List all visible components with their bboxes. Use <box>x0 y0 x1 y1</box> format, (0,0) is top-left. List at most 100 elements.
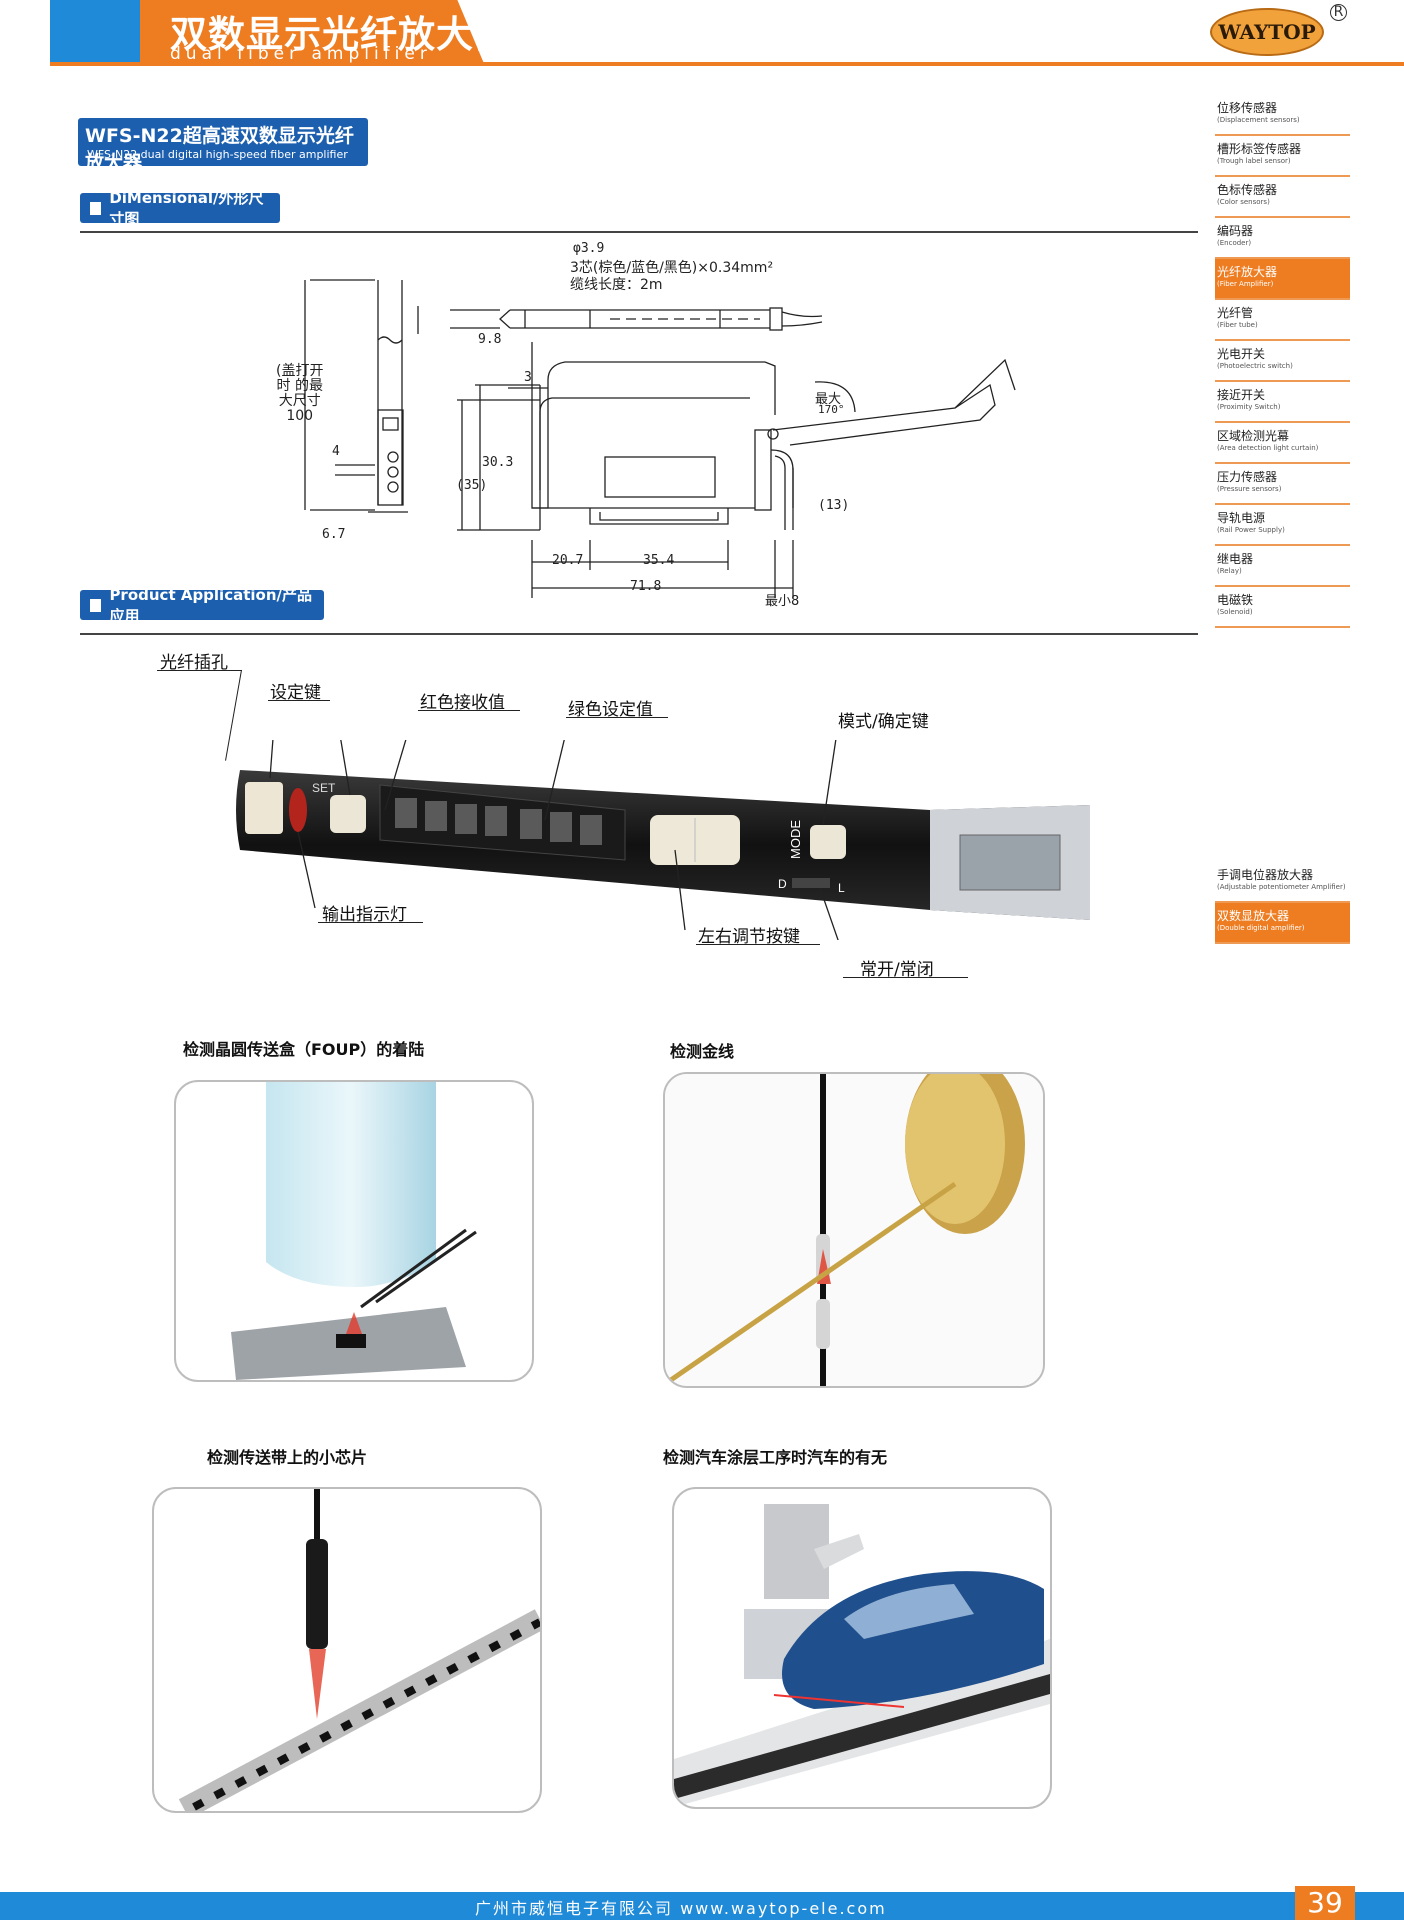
sidebar-item-label: 编码器 <box>1217 224 1254 238</box>
cover-note-line-1: (盖打开 <box>276 363 324 379</box>
footer-text: 广州市威恒电子有限公司 www.waytop-ele.com <box>475 1899 887 1918</box>
sidebar-item[interactable]: 区域检测光幕(Area detection light curtain) <box>1215 423 1350 464</box>
header-rule <box>50 62 1404 66</box>
sidebar-item-sublabel: (Relay) <box>1217 567 1242 575</box>
header-blue-band <box>50 0 140 66</box>
sidebar-item-sublabel: (Solenoid) <box>1217 608 1253 616</box>
square-icon <box>90 598 102 612</box>
app-image-car <box>672 1487 1052 1809</box>
sidebar-item-sublabel: (Proximity Switch) <box>1217 403 1281 411</box>
dim-35: (35) <box>456 478 488 493</box>
sidebar-item-label: 光纤管 <box>1217 306 1254 320</box>
sidebar-item-label: 继电器 <box>1217 552 1254 566</box>
section-label: DiMensional/外形尺寸图 <box>109 189 264 228</box>
dim-20-7: 20.7 <box>552 553 584 568</box>
sidebar-item-sublabel: (Area detection light curtain) <box>1217 444 1319 452</box>
cover-note-line-2: 时 的最 <box>276 378 323 394</box>
sidebar-item[interactable]: 色标传感器(Color sensors) <box>1215 177 1350 218</box>
set-label: SET <box>312 781 336 795</box>
section-tab-application: Product Application/产品应用 <box>80 586 324 625</box>
callout-underline <box>843 977 968 978</box>
registered-mark: R <box>1330 4 1347 21</box>
sidebar-item-sublabel: (Adjustable potentiometer Amplifier) <box>1217 883 1346 891</box>
sidebar-item[interactable]: 光纤放大器(Fiber Amplifier) <box>1215 259 1350 300</box>
dimension-drawing <box>304 279 1016 598</box>
sidebar-item[interactable]: 压力传感器(Pressure sensors) <box>1215 464 1350 505</box>
callout-green-value: 绿色设定值 <box>568 700 653 720</box>
sidebar-item-label: 区域检测光幕 <box>1217 429 1290 443</box>
callout-red-value: 红色接收值 <box>420 693 505 713</box>
dim-13: (13) <box>818 498 850 513</box>
section-tab-dimensional: DiMensional/外形尺寸图 <box>80 189 280 228</box>
footer-bar <box>0 1892 1404 1920</box>
dim-35-4: 35.4 <box>643 553 675 568</box>
amplifier-device-image: SET MODE D L <box>236 740 1090 940</box>
section-rule <box>80 231 1198 233</box>
sidebar-item[interactable]: 光电开关(Photoelectric switch) <box>1215 341 1350 382</box>
sidebar-item[interactable]: 导轨电源(Rail Power Supply) <box>1215 505 1350 546</box>
sidebar-item[interactable]: 电磁铁(Solenoid) <box>1215 587 1350 628</box>
logo-text: WAYTOP <box>1218 20 1316 44</box>
sidebar-bottom: 手调电位器放大器(Adjustable potentiometer Amplif… <box>1215 862 1350 944</box>
sidebar-item[interactable]: 位移传感器(Displacement sensors) <box>1215 95 1350 136</box>
dim-4: 4 <box>332 444 340 459</box>
sidebar-item-label: 导轨电源 <box>1217 511 1266 525</box>
header-subtitle: dual fiber amplifier <box>170 44 432 64</box>
sidebar-item[interactable]: 光纤管(Fiber tube) <box>1215 300 1350 341</box>
sidebar-item-sublabel: (Encoder) <box>1217 239 1252 247</box>
sidebar-item-label: 位移传感器 <box>1217 101 1278 115</box>
header-title: 双数显示光纤放大器 <box>170 13 512 56</box>
mode-label: MODE <box>788 820 803 859</box>
dim-min-8: 最小8 <box>765 594 800 609</box>
callout-underline <box>268 700 330 701</box>
product-title-en: WFS-N22 dual digital high-speed fiber am… <box>87 148 348 161</box>
dim-71-8: 71.8 <box>630 579 662 594</box>
cable-dim-3: 缆线长度：2m <box>570 277 663 293</box>
callout-underline <box>418 710 520 711</box>
sidebar-item[interactable]: 手调电位器放大器(Adjustable potentiometer Amplif… <box>1215 862 1350 903</box>
callout-mode-key: 模式/确定键 <box>838 712 929 732</box>
callout-underline <box>566 717 668 718</box>
square-icon <box>90 201 102 215</box>
callout-no-nc: 常开/常闭 <box>860 960 934 980</box>
app-caption-car: 检测汽车涂层工序时汽车的有无 <box>663 1448 888 1467</box>
sidebar-item-label: 双数显放大器 <box>1217 909 1290 923</box>
dim-6-7: 6.7 <box>322 527 346 542</box>
app-image-foup <box>174 1080 534 1382</box>
sidebar-item-label: 光电开关 <box>1217 347 1266 361</box>
sidebar-item-sublabel: (Fiber Amplifier) <box>1217 280 1274 288</box>
sidebar-item[interactable]: 继电器(Relay) <box>1215 546 1350 587</box>
sidebar-item[interactable]: 接近开关(Proximity Switch) <box>1215 382 1350 423</box>
sidebar-item-sublabel: (Pressure sensors) <box>1217 485 1282 493</box>
callout-lr-keys: 左右调节按键 <box>698 927 800 947</box>
callout-output-led: 输出指示灯 <box>322 905 407 925</box>
dim-30-3: 30.3 <box>482 455 514 470</box>
sidebar-item-label: 接近开关 <box>1217 388 1266 402</box>
sidebar-item-sublabel: (Double digital amplifier) <box>1217 924 1305 932</box>
section-label: Product Application/产品应用 <box>109 586 312 625</box>
dim-max-angle: 170° <box>818 403 845 416</box>
sidebar-item[interactable]: 编码器(Encoder) <box>1215 218 1350 259</box>
sidebar-item[interactable]: 槽形标签传感器(Trough label sensor) <box>1215 136 1350 177</box>
dim-9-8: 9.8 <box>478 332 502 347</box>
sidebar-item-sublabel: (Trough label sensor) <box>1217 157 1291 165</box>
sidebar-item-label: 色标传感器 <box>1217 183 1278 197</box>
page-number: 39 <box>1295 1886 1355 1920</box>
section-rule <box>80 633 1198 635</box>
cover-note-line-4: 100 <box>286 408 314 424</box>
sidebar-item-sublabel: (Color sensors) <box>1217 198 1270 206</box>
sidebar-item-label: 压力传感器 <box>1217 470 1278 484</box>
app-image-chips <box>152 1487 542 1813</box>
dim-max-label: 最大 <box>815 392 842 407</box>
app-image-gold-wire <box>663 1072 1045 1388</box>
product-title-box: WFS-N22超高速双数显示光纤放大器 WFS-N22 dual digital… <box>78 118 368 174</box>
cover-note-line-3: 大尺寸 <box>278 393 321 409</box>
sidebar-item-sublabel: (Rail Power Supply) <box>1217 526 1285 534</box>
callout-fiber-port: 光纤插孔 <box>160 653 228 673</box>
sidebar-item-label: 手调电位器放大器 <box>1217 868 1314 882</box>
callout-underline <box>318 922 423 923</box>
d-label: D <box>778 877 787 891</box>
sidebar-item-sublabel: (Fiber tube) <box>1217 321 1258 329</box>
sidebar-item[interactable]: 双数显放大器(Double digital amplifier) <box>1215 903 1350 944</box>
callout-underline <box>696 944 820 945</box>
